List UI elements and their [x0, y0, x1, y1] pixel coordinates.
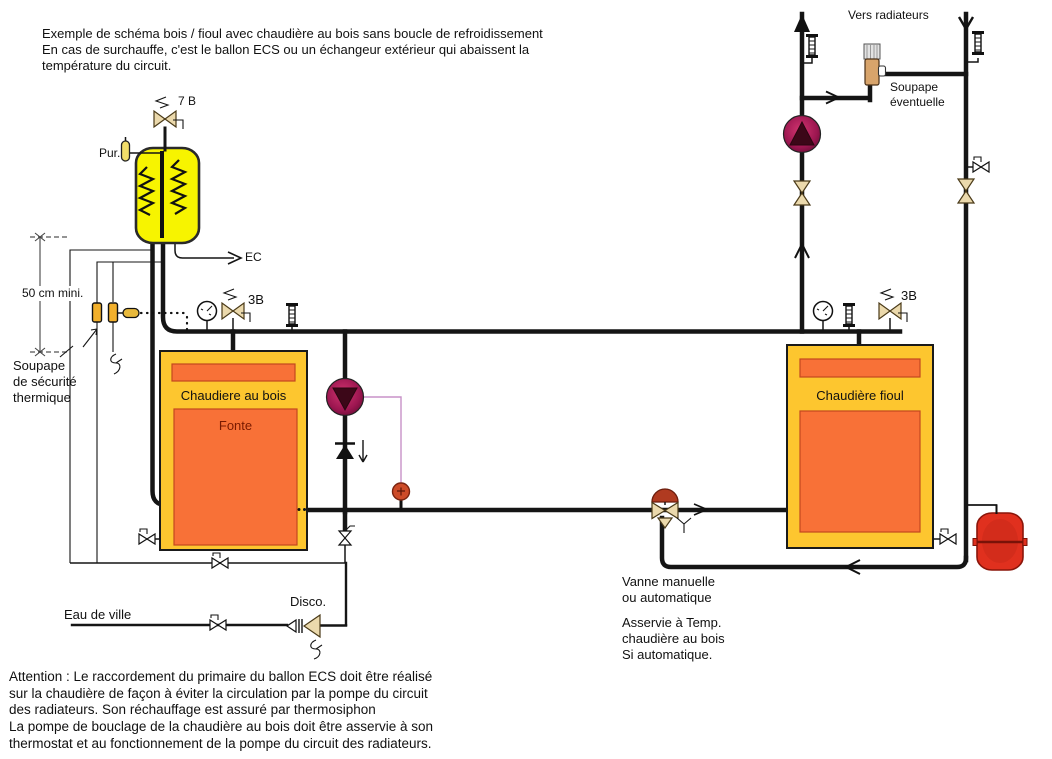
thermometer	[803, 34, 818, 64]
drain-squiggle	[110, 353, 123, 375]
thermometer	[286, 303, 298, 331]
oil-boiler	[786, 344, 934, 549]
label-ec: EC	[245, 250, 262, 264]
air-vent-pur	[120, 137, 160, 162]
drain-valve	[966, 156, 990, 174]
flow-arrows	[693, 14, 975, 575]
label-3b-bois: 3B	[248, 292, 264, 307]
note-pompe-bouclage: La pompe de bouclage de la chaudière au …	[9, 719, 434, 751]
drain-valve	[933, 528, 957, 546]
label-pointer-lines	[59, 328, 98, 358]
capillary-dotted-line	[139, 311, 189, 332]
radiator-circuit-pump	[782, 114, 822, 154]
pipe-dots	[297, 508, 301, 511]
drain-valve	[138, 528, 160, 546]
label-chaudiere-bois: Chaudiere au bois	[180, 388, 287, 403]
isolation-valve	[792, 180, 812, 206]
isolation-valve	[956, 178, 976, 204]
line-valve	[211, 552, 229, 570]
expansion-vessel	[972, 505, 1028, 571]
wood-boiler	[159, 350, 308, 551]
three-way-valve	[651, 488, 692, 533]
tank-coil	[137, 166, 156, 216]
label-soupape-thermique: Soupape de sécurité thermique	[13, 358, 77, 405]
label-soupape-eventuelle: Soupape éventuelle	[890, 80, 945, 109]
label-7b: 7 B	[178, 94, 197, 108]
label-disco: Disco.	[290, 594, 327, 609]
thermometer	[843, 303, 855, 331]
label-vers-radiateurs: Vers radiateurs	[848, 8, 929, 22]
disconnector	[285, 613, 323, 660]
ec-arrow	[227, 251, 243, 265]
temperature-sensor	[391, 482, 411, 510]
label-eau-de-ville: Eau de ville	[64, 607, 132, 622]
label-50cm: 50 cm mini.	[20, 286, 86, 301]
dhw-tank	[120, 137, 201, 245]
label-fonte: Fonte	[218, 418, 253, 433]
safety-valve-3b-wood	[221, 288, 251, 331]
label-pur: Pur.	[99, 146, 121, 160]
safety-valve-3b-fioul	[878, 288, 908, 331]
label-3b-fioul: 3B	[901, 288, 917, 303]
pipe-network	[69, 11, 998, 627]
pressure-gauge	[196, 300, 218, 331]
pipe-dots	[303, 508, 306, 511]
pressure-gauge	[812, 300, 834, 331]
drain-squiggle	[310, 639, 323, 660]
city-water-valve	[209, 614, 227, 632]
label-vanne-manuelle: Vanne manuelle ou automatique	[622, 574, 715, 605]
header-note: Exemple de schéma bois / fioul avec chau…	[42, 26, 543, 73]
tank-coil	[169, 159, 188, 215]
wood-circuit-pump	[325, 377, 365, 417]
check-valve	[335, 440, 368, 463]
relief-valve	[863, 43, 887, 86]
label-chaudiere-fioul: Chaudière fioul	[816, 388, 904, 403]
line-valve	[337, 525, 355, 546]
label-asservie: Asservie à Temp. chaudière au bois Si au…	[622, 615, 725, 662]
thermal-safety-valve	[91, 302, 140, 375]
thermometer	[967, 31, 984, 63]
note-attention: Attention : Le raccordement du primaire …	[9, 669, 433, 717]
safety-valve-7b	[153, 96, 184, 152]
